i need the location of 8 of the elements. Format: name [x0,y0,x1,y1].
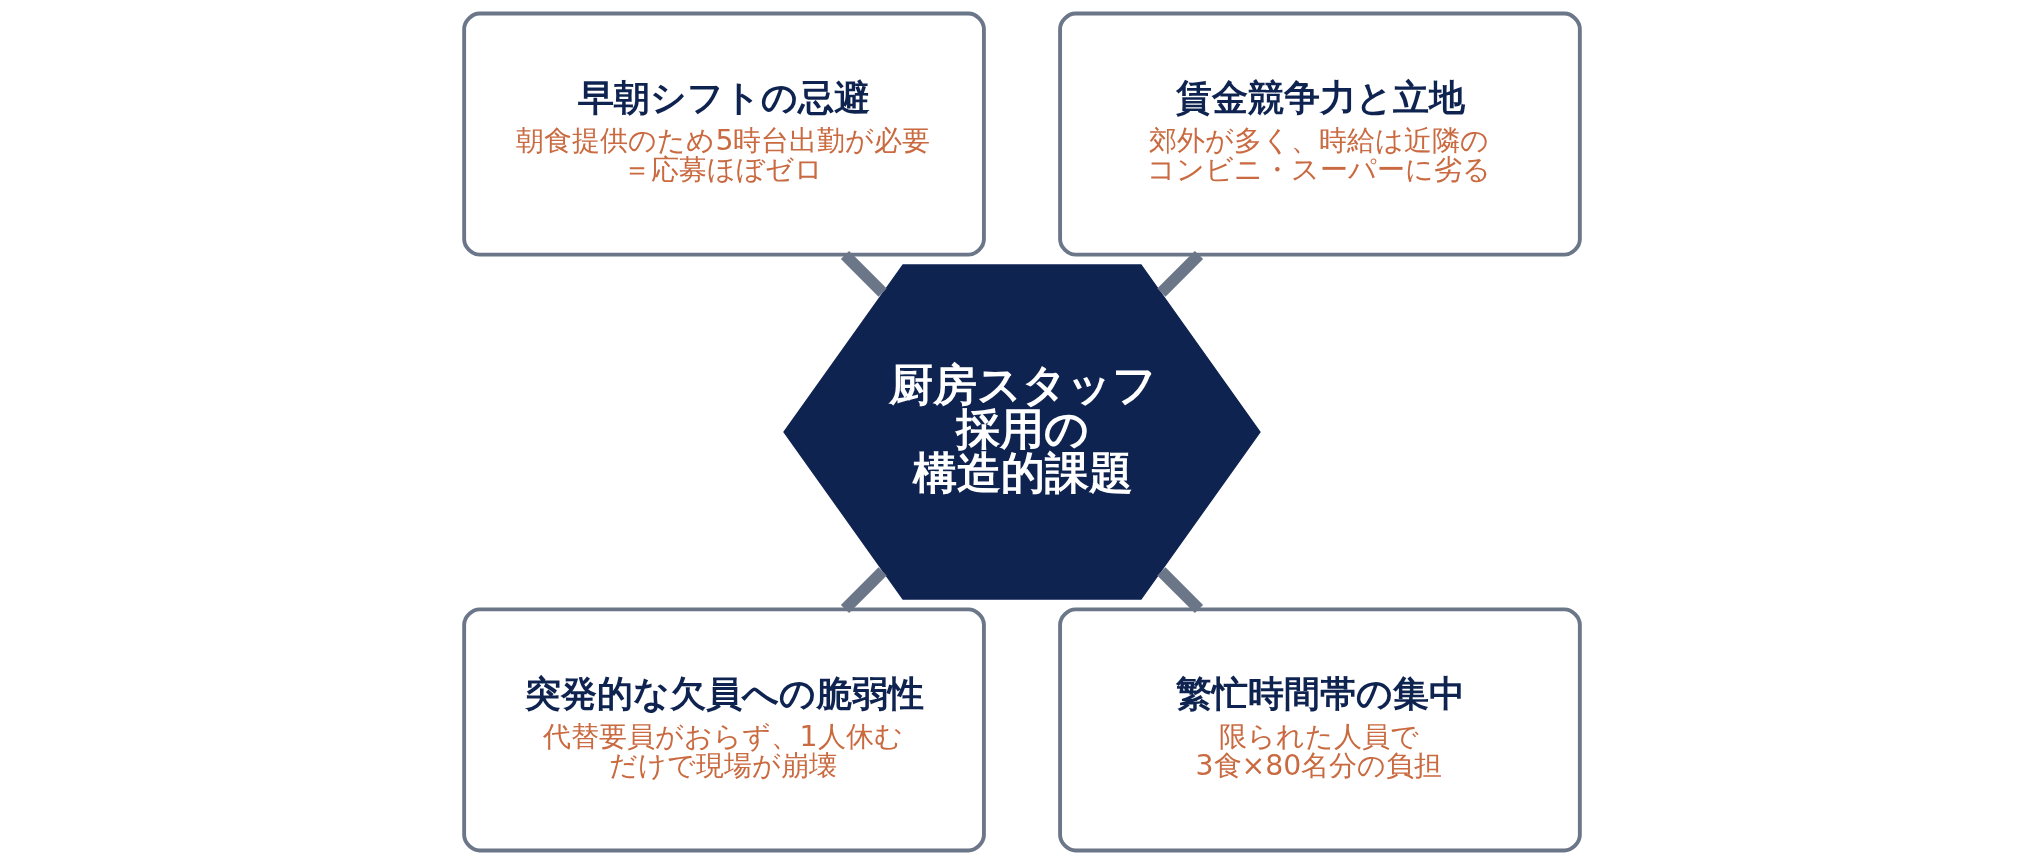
node-box: 早朝シフトの忌避 朝食提供のため5時台出勤が必要＝応募ほぼゼロ [462,11,986,257]
node-box: 突発的な欠員への脆弱性 代替要員がおらず、1人休むだけで現場が崩壊 [462,607,986,853]
node-box: 賃金競争力と立地 郊外が多く、時給は近隣のコンビニ・スーパーに劣る [1058,11,1582,257]
connector [1157,250,1204,297]
connector [840,250,887,297]
connector [1157,567,1204,614]
node-box: 繁忙時間帯の集中 限られた人員で3食×80名分の負担 [1058,607,1582,853]
connector [840,567,887,614]
